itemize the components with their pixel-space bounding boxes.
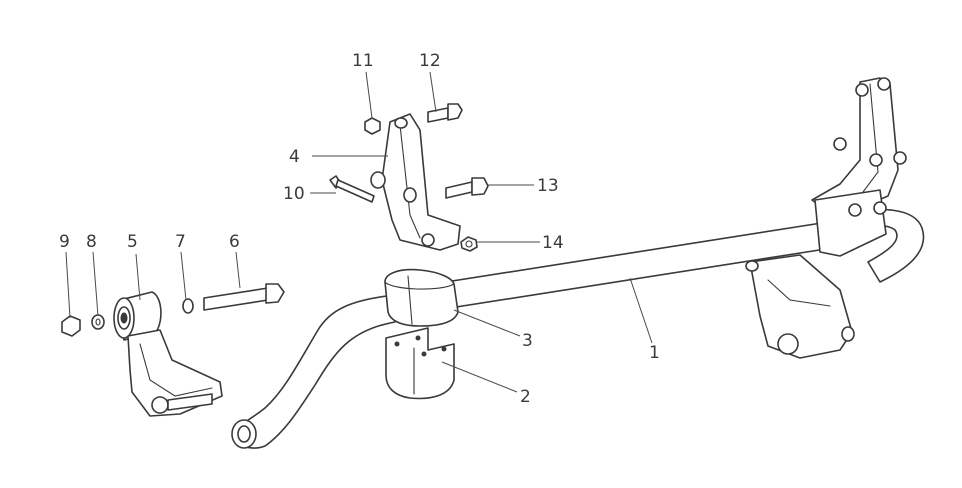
callout-10: 10 (283, 184, 305, 204)
callout-11: 11 (352, 51, 374, 71)
callout-8: 8 (86, 232, 97, 252)
bar-bushing (384, 268, 459, 327)
callout-9: 9 (59, 232, 70, 252)
right-end-link (811, 77, 907, 257)
callout-6: 6 (229, 232, 240, 252)
callout-5: 5 (127, 232, 138, 252)
callout-labels: 1 2 3 4 5 6 7 8 9 10 11 12 13 14 (59, 51, 660, 407)
link-fasteners (61, 283, 285, 337)
drop-link (113, 291, 223, 417)
bracket-fasteners (329, 103, 489, 252)
right-lower-link (745, 254, 855, 359)
mounting-bracket (370, 113, 461, 251)
callout-13: 13 (537, 176, 559, 196)
bushing-clamp (385, 327, 455, 400)
callout-1: 1 (649, 343, 660, 363)
callout-7: 7 (175, 232, 186, 252)
callout-2: 2 (520, 387, 531, 407)
callout-3: 3 (522, 331, 533, 351)
leader-lines (65, 71, 653, 393)
callout-14: 14 (542, 233, 564, 253)
callout-4: 4 (289, 147, 300, 167)
callout-12: 12 (419, 51, 441, 71)
